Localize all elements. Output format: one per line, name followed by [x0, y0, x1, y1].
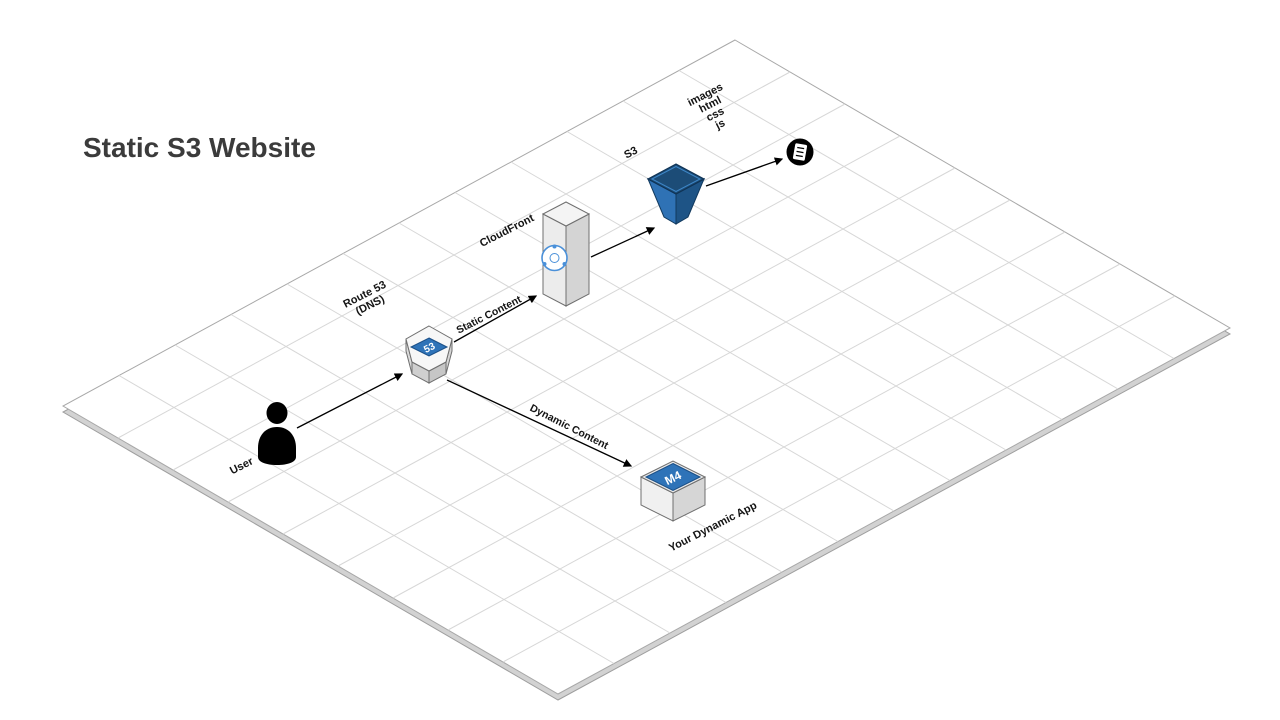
page-title: Static S3 Website: [83, 132, 316, 163]
dynamic-app-badge: [644, 462, 702, 492]
cloudfront-node: [541, 201, 591, 307]
s3-label: S3: [622, 145, 639, 162]
route53-to-cloudfront-arrow: [453, 295, 538, 343]
route53-badge: [409, 337, 449, 357]
cloudfront-logo-ring: [541, 244, 568, 272]
grid-lines-v: [119, 71, 1174, 664]
s3-bucket-rim: [650, 165, 702, 193]
connectors: [296, 157, 784, 467]
user-body: [258, 427, 296, 465]
files-node: [786, 138, 814, 166]
files-label-line-js: js: [713, 117, 728, 132]
cloudfront-top-face: [541, 201, 591, 227]
iso-plane: [63, 40, 1230, 694]
cloudfront-logo-dot-1: [552, 244, 557, 249]
cloudfront-logo-dot-2: [542, 262, 547, 266]
cloudfront-logo-core: [549, 253, 560, 263]
dynamic-app-badge-text: M4: [662, 468, 683, 488]
cloudfront-to-s3-arrow: [590, 227, 656, 258]
route53-badge-text: 53: [422, 341, 437, 356]
user-node: [258, 402, 296, 465]
files-document-icon: [792, 143, 808, 161]
user-head: [266, 402, 288, 424]
cloudfront-logo-icon: [541, 244, 568, 272]
route53-to-dynamic-app-arrow: [446, 379, 633, 467]
cloudfront-logo-dot-3: [562, 262, 567, 266]
s3-to-files-arrow: [705, 157, 784, 187]
cloudfront-right-face: [565, 213, 590, 307]
s3-bucket-opening: [646, 163, 706, 195]
route53-node: 53: [405, 325, 453, 384]
files-document-lines: [795, 146, 805, 158]
user-to-route53-arrow: [296, 373, 404, 429]
s3-bucket-node: [646, 163, 706, 225]
iso-grid: [63, 40, 1230, 694]
dynamic-app-node: M4: [639, 460, 707, 522]
